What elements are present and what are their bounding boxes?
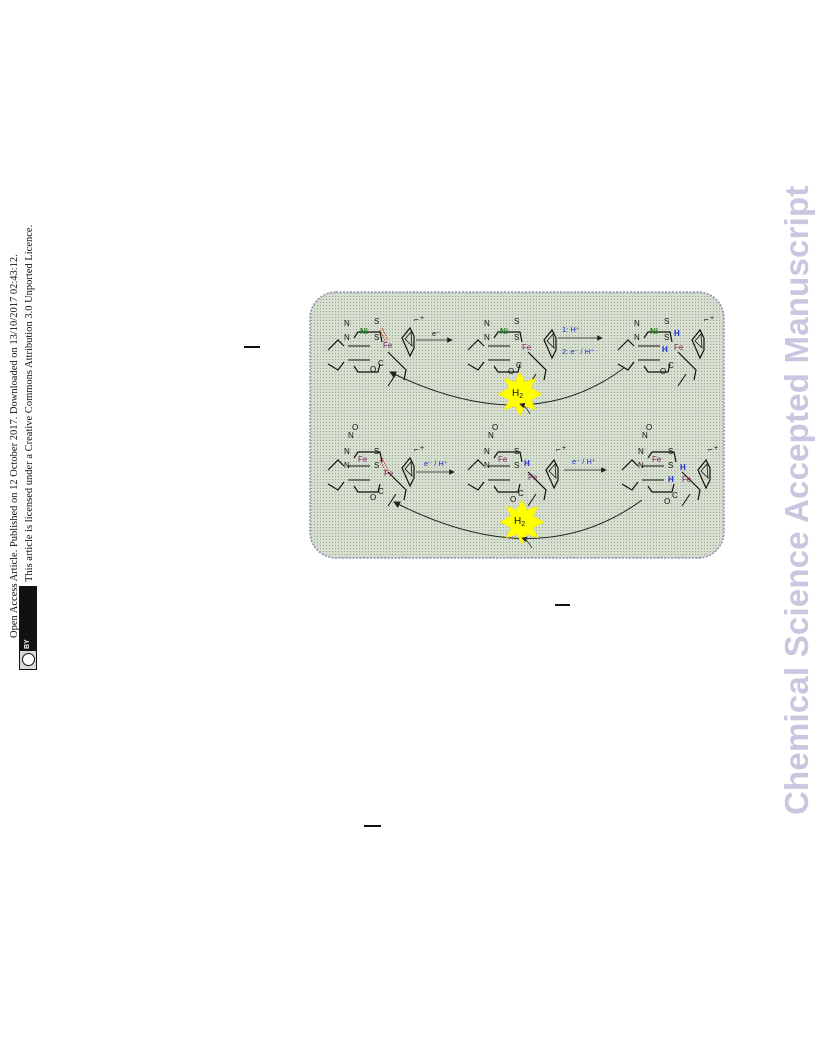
svg-text:Fe: Fe [682,475,692,484]
svg-text:Fe: Fe [652,455,662,464]
svg-text:Ni: Ni [650,327,658,336]
svg-text:N: N [634,333,640,342]
scheme-panel [309,291,725,559]
text-dash-3 [364,825,381,827]
svg-text:Fe: Fe [522,343,532,352]
svg-text:N: N [484,333,490,342]
svg-text:N: N [484,447,490,456]
fe-fe-hydride-complex-1: N O N N Fe S S H Fe C O ⌐ + [467,423,566,507]
svg-text:⌐: ⌐ [414,315,419,324]
ni-fe-complex-2: N N Ni S S Fe C O [467,317,557,387]
svg-text:N: N [642,431,648,440]
accepted-manuscript-watermark: Chemical Science Accepted Manuscript [778,185,815,815]
text-dash-2 [555,604,570,606]
svg-text:O: O [510,495,516,504]
svg-text:+: + [420,315,424,322]
svg-text:C: C [378,359,384,368]
svg-text:+: + [420,445,424,452]
svg-text:N: N [348,431,354,440]
svg-text:H: H [680,463,686,472]
svg-text:O: O [370,493,376,502]
svg-text:⌐: ⌐ [704,315,709,324]
svg-text:S: S [374,461,379,470]
svg-text:Fe: Fe [383,341,393,350]
svg-text:N: N [488,431,494,440]
svg-text:+: + [710,315,714,322]
svg-text:N: N [344,461,350,470]
svg-text:H2: H2 [512,388,523,400]
svg-text:Fe: Fe [358,455,368,464]
svg-text:S: S [374,333,379,342]
ni-fe-hydride-complex: N N Ni S S H H Fe C O ⌐ + [617,315,714,387]
license-line-1: Open Access Article. Published on 12 Oct… [9,254,20,638]
svg-text:O: O [370,365,376,374]
cc-icon [22,653,35,666]
svg-text:O: O [352,423,358,432]
svg-text:O: O [660,367,666,376]
svg-text:H: H [668,475,674,484]
svg-text:1: H⁺: 1: H⁺ [562,325,580,334]
svg-text:C: C [516,361,522,370]
svg-text:N: N [484,319,490,328]
svg-text:N: N [634,319,640,328]
svg-text:C: C [518,489,524,498]
svg-text:Ni: Ni [500,327,508,336]
svg-text:C: C [672,491,678,500]
svg-text:Fe: Fe [384,469,394,478]
svg-text:O: O [646,423,652,432]
h2-burst-bottom: H2 [499,499,545,545]
h2-burst-top: H2 [497,371,543,417]
svg-text:+: + [714,445,718,452]
svg-text:e⁻: e⁻ [432,329,440,338]
svg-text:Fe: Fe [498,455,508,464]
fe-fe-dihydride-complex: N O N N Fe S S H H Fe C O ⌐ + [621,423,718,507]
license-line-2[interactable]: This article is licensed under a Creativ… [24,224,35,582]
svg-text:S: S [374,317,379,326]
svg-text:⌐: ⌐ [708,445,713,454]
svg-text:S: S [668,447,673,456]
svg-text:C: C [378,487,384,496]
svg-text:H: H [674,329,680,338]
fe-fe-complex-1: N O N N Fe S S Fe C O ⌐ + [327,423,424,507]
svg-text:S: S [664,317,669,326]
ni-fe-complex-1: N N Ni S S Fe C O ⌐ + [327,315,424,387]
svg-text:S: S [668,461,673,470]
svg-text:O: O [664,497,670,506]
svg-text:N: N [344,447,350,456]
svg-text:Fe: Fe [674,343,684,352]
svg-text:N: N [638,447,644,456]
svg-text:N: N [344,319,350,328]
svg-text:2: e⁻ / H⁺: 2: e⁻ / H⁺ [562,347,594,356]
svg-text:H: H [662,345,668,354]
svg-text:S: S [514,447,519,456]
svg-text:e⁻ / H⁺: e⁻ / H⁺ [572,457,596,466]
svg-text:S: S [664,333,669,342]
bottom-return-arrow [393,499,643,539]
svg-text:O: O [508,367,514,376]
svg-text:N: N [484,461,490,470]
svg-text:S: S [514,461,519,470]
cc-by-badge[interactable]: BY [19,586,37,670]
svg-text:O: O [492,423,498,432]
svg-text:e⁻ / H⁺: e⁻ / H⁺ [424,459,448,468]
svg-text:S: S [514,333,519,342]
svg-text:N: N [638,461,644,470]
svg-text:S: S [514,317,519,326]
svg-text:⌐: ⌐ [414,445,419,454]
svg-text:H: H [524,459,530,468]
svg-text:N: N [344,333,350,342]
svg-text:S: S [374,447,379,456]
svg-text:+: + [562,445,566,452]
svg-text:⌐: ⌐ [556,445,561,454]
reaction-scheme: N N Ni S S Fe C O ⌐ + N N Ni S S Fe C O … [309,291,725,559]
svg-text:C: C [668,361,674,370]
svg-text:Ni: Ni [360,327,368,336]
by-label: BY [24,639,31,649]
svg-text:H2: H2 [514,516,525,528]
text-dash-1 [244,346,260,348]
svg-text:Fe: Fe [528,473,538,482]
